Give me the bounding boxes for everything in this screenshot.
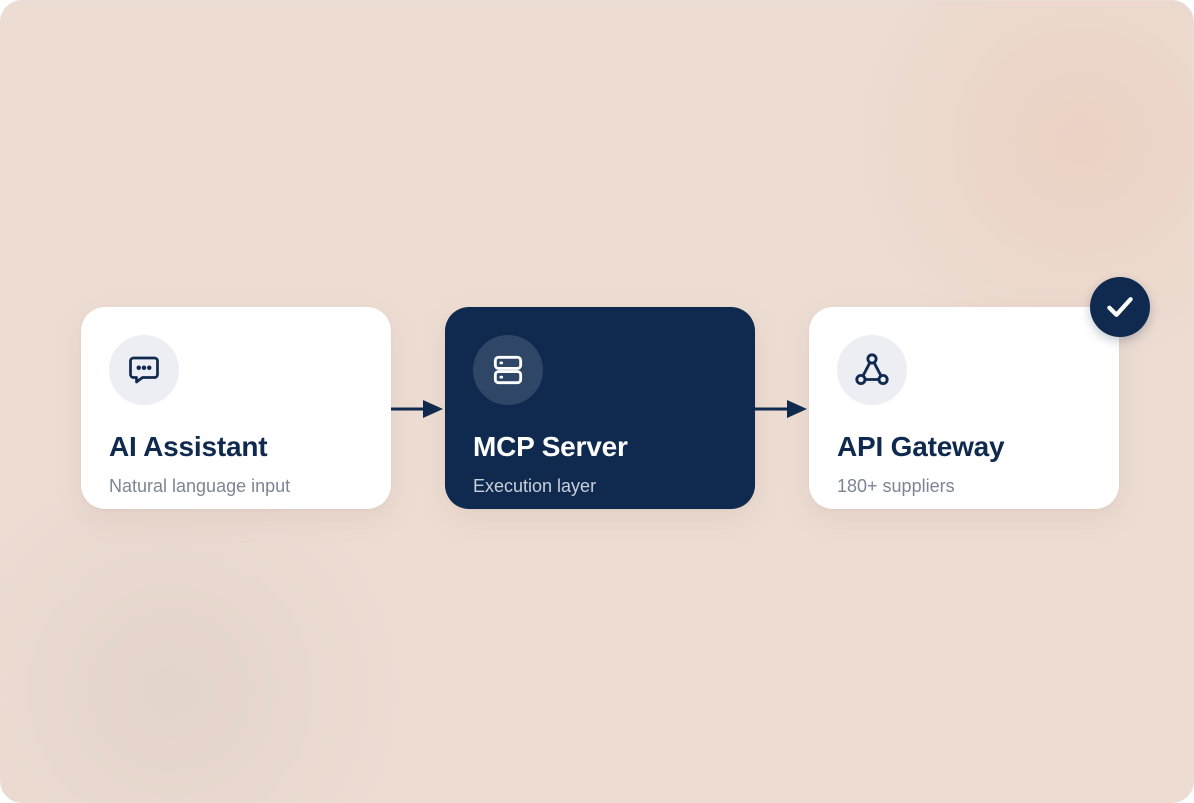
chat-bubble-icon — [109, 335, 179, 405]
card-title: AI Assistant — [109, 431, 268, 462]
card-subtitle: Execution layer — [473, 476, 597, 496]
api-gateway-card: API Gateway 180+ suppliers — [809, 307, 1119, 509]
flow-arrow — [391, 400, 443, 418]
server-icon — [473, 335, 543, 405]
card-subtitle: 180+ suppliers — [837, 476, 955, 496]
card-title: MCP Server — [473, 431, 628, 462]
ai-assistant-card: AI Assistant Natural language input — [81, 307, 391, 509]
network-nodes-icon — [837, 335, 907, 405]
card-subtitle: Natural language input — [109, 476, 291, 496]
mcp-server-card: MCP Server Execution layer — [445, 307, 755, 509]
checkmark-icon — [1090, 277, 1150, 337]
flow-arrow — [755, 400, 807, 418]
card-title: API Gateway — [837, 431, 1005, 462]
